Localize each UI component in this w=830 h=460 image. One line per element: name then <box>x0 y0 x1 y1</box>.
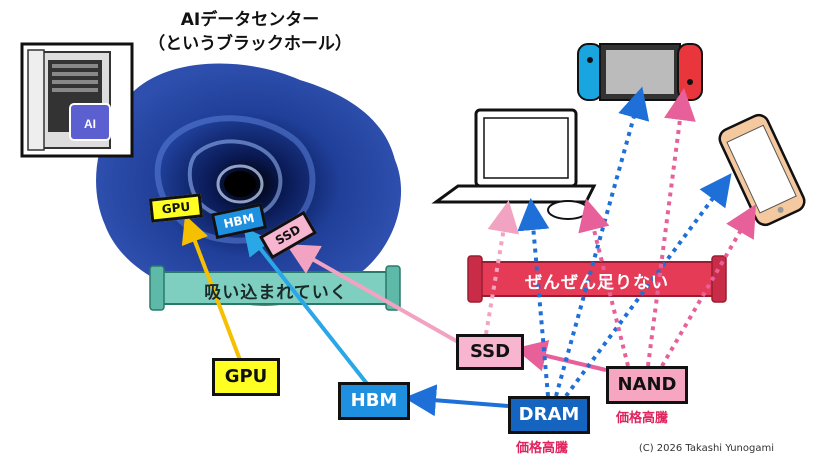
banner-sucked-in <box>149 265 401 311</box>
page-title: AIデータセンター （というブラックホール） <box>100 8 400 56</box>
box-gpu: GPU <box>212 358 280 396</box>
copyright-text: (C) 2026 Takashi Yunogami <box>638 443 774 454</box>
svg-text:AI: AI <box>84 117 96 131</box>
box-hbm: HBM <box>338 382 410 420</box>
price-note-nand: 価格高騰 <box>616 411 669 426</box>
laptop-icon <box>431 108 597 220</box>
banner-text-sucked-in: 吸い込まれていく <box>204 283 348 303</box>
banner-text-not-enough: ぜんぜん足りない <box>525 273 669 293</box>
arrows-nand-to-devices <box>578 88 757 368</box>
box-dram: DRAM <box>508 396 590 434</box>
title-line2: （というブラックホール） <box>148 34 352 54</box>
arrows-dram-to-devices <box>517 86 732 398</box>
box-ssd: SSD <box>456 334 524 370</box>
arrow-hbm-in <box>243 227 370 387</box>
arrow-ssd-in <box>286 244 459 344</box>
price-note-dram: 価格高騰 <box>516 441 569 456</box>
arrow-ssd-to-laptop <box>484 200 520 335</box>
smartphone-icon <box>718 113 806 227</box>
black-hole-icon <box>96 63 402 306</box>
banner-not-enough <box>467 255 727 303</box>
game-console-icon <box>577 43 703 101</box>
ai-server-icon: AI <box>20 42 134 158</box>
box-nand: NAND <box>606 366 688 404</box>
arrow-gpu-in <box>181 214 242 361</box>
arrow-dram-to-hbm <box>404 384 509 417</box>
arrow-nand-to-ssd <box>514 340 607 372</box>
title-line1: AIデータセンター <box>180 10 320 30</box>
